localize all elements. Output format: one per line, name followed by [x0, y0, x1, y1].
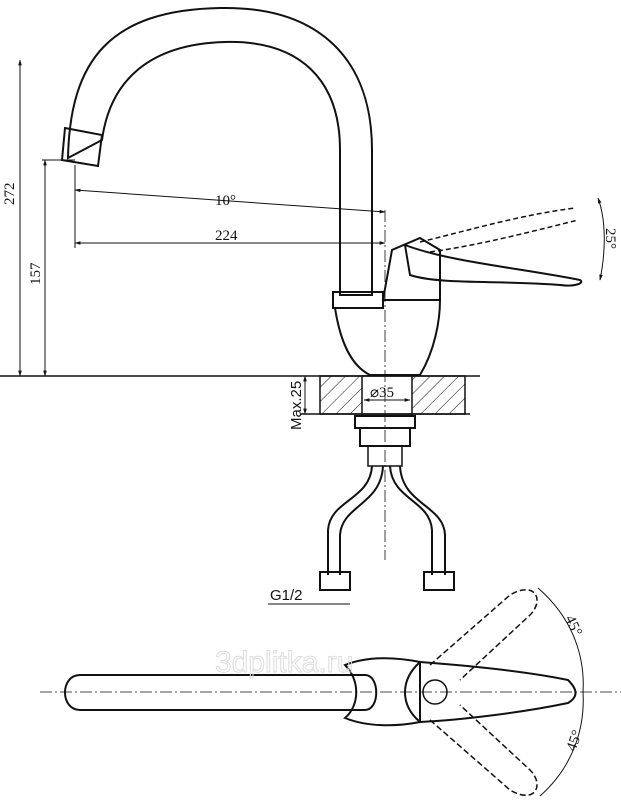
- dim-lever-tilt: 25°: [602, 228, 618, 249]
- spout: [60, 6, 373, 296]
- flex-hoses: [319, 465, 455, 591]
- top-view: [40, 587, 621, 797]
- dim-connection: G1/2: [270, 587, 303, 604]
- dim-rotation-lower: 45°: [564, 728, 586, 753]
- dim-max-thickness: Max.25: [288, 381, 305, 430]
- mixer-body: [332, 236, 441, 376]
- watermark: 3dplitka.ru: [215, 646, 353, 679]
- dim-spout-angle: 10°: [215, 193, 236, 209]
- countertop-section: [0, 375, 480, 415]
- dim-total-height: 272: [2, 183, 18, 206]
- dim-spout-height: 157: [28, 262, 44, 285]
- dim-spout-reach: 224: [215, 228, 238, 244]
- lever: [403, 207, 583, 287]
- dim-rotation-upper: 45°: [561, 613, 584, 639]
- dim-hole-diameter: ⌀35: [370, 385, 394, 401]
